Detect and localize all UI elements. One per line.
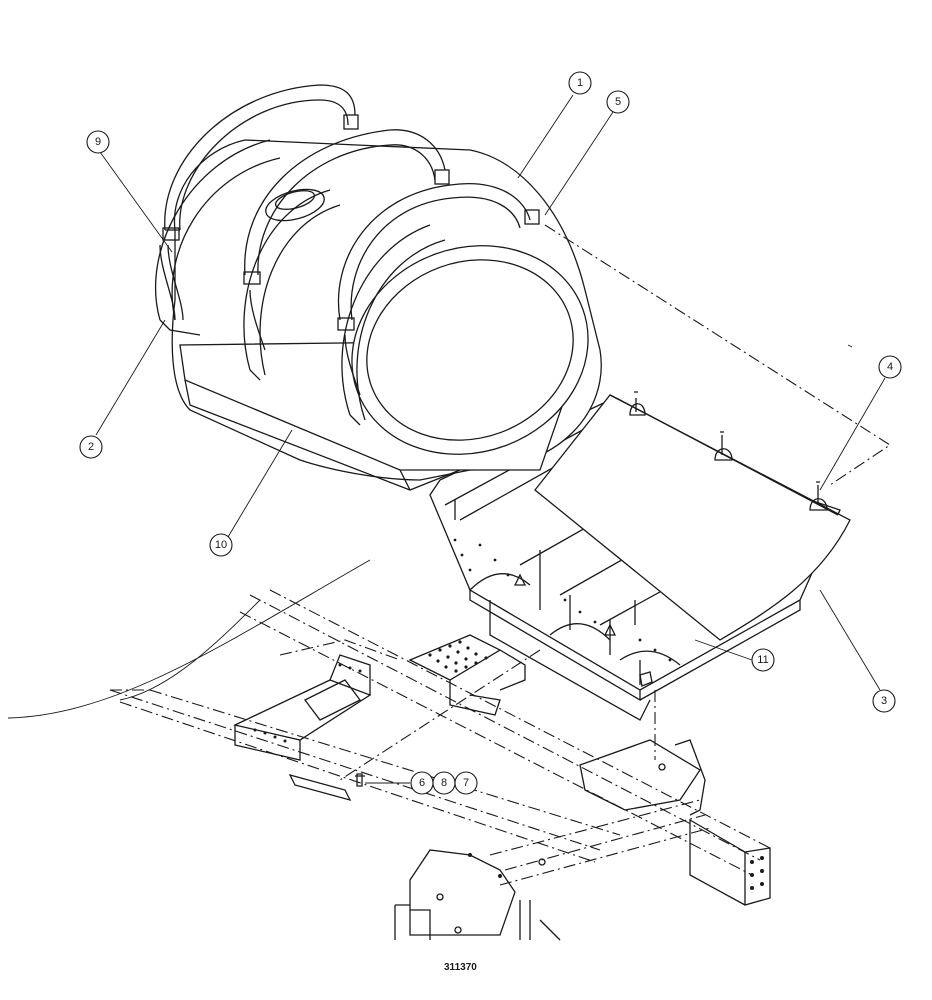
- callout-4: 4: [878, 355, 902, 379]
- svg-text:10: 10: [215, 539, 227, 551]
- tank-straps: [159, 84, 540, 396]
- drawing-number: 311370: [444, 962, 477, 973]
- callout-1: 1: [568, 71, 592, 95]
- svg-text:7: 7: [463, 777, 469, 789]
- fuel-tank: [155, 139, 602, 491]
- svg-text:6: 6: [419, 777, 425, 789]
- cradle-panel: [534, 391, 851, 641]
- leader-lines: [95, 94, 886, 784]
- callout-2: 2: [79, 435, 103, 459]
- callout-8: 8: [432, 771, 456, 795]
- assembly-guide-lines: [544, 224, 892, 486]
- svg-text:1: 1: [577, 77, 583, 89]
- callout-11: 11: [751, 648, 775, 672]
- callout-6: 6: [410, 771, 434, 795]
- callout-9: 9: [86, 130, 110, 154]
- svg-text:4: 4: [887, 361, 893, 373]
- svg-text:8: 8: [441, 777, 447, 789]
- callout-7: 7: [454, 771, 478, 795]
- svg-text:3: 3: [881, 695, 887, 707]
- svg-text:2: 2: [88, 441, 94, 453]
- svg-text:5: 5: [615, 96, 621, 108]
- svg-text:11: 11: [757, 654, 768, 666]
- chassis-frame: [7, 559, 771, 941]
- svg-text:9: 9: [95, 136, 101, 148]
- callout-10: 10: [209, 533, 233, 557]
- callout-5: 5: [606, 90, 630, 114]
- callout-3: 3: [872, 689, 896, 713]
